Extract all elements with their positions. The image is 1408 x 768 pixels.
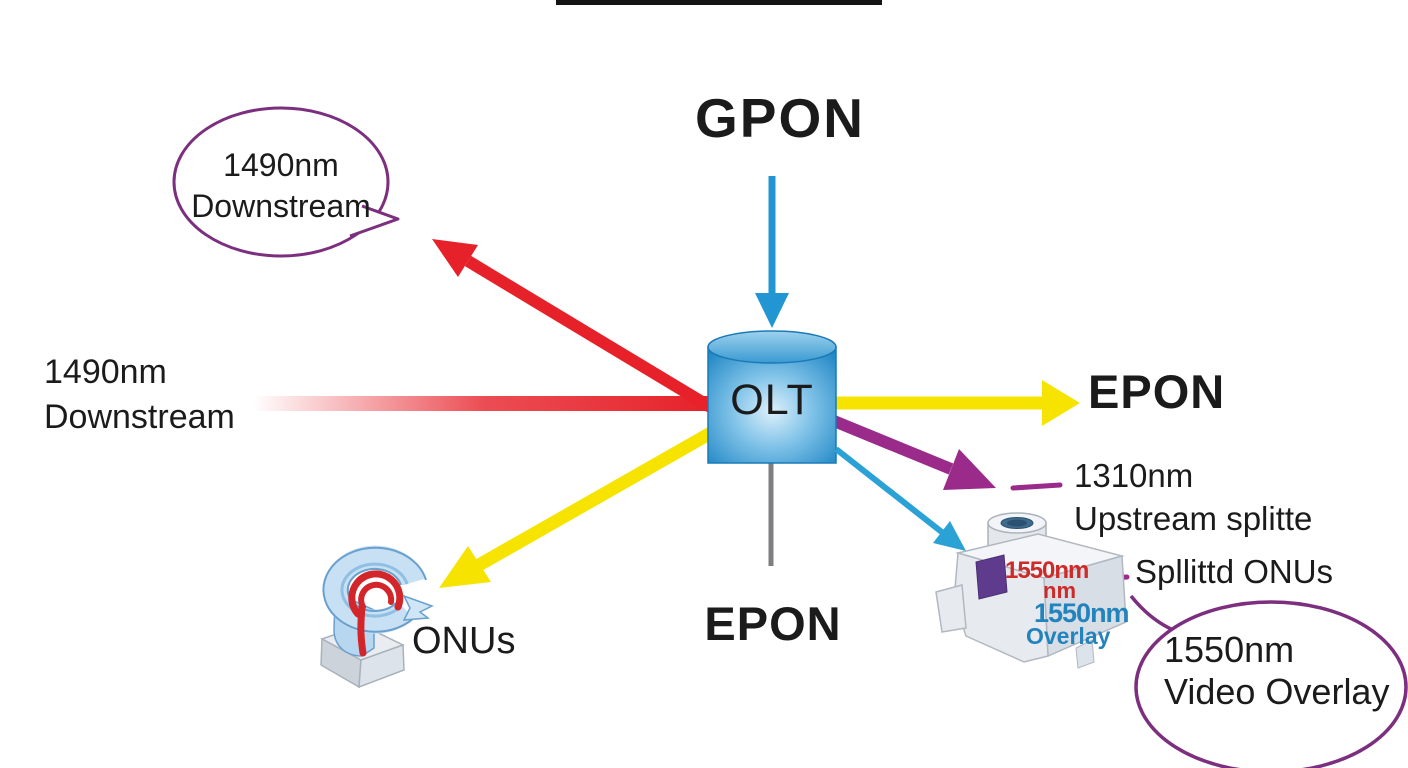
olt-cylinder-icon	[707, 330, 837, 464]
red-downstream-arrow-icon	[432, 239, 716, 414]
purple-upstream-arrow-icon	[831, 415, 1063, 491]
gpon-title: GPON	[695, 87, 865, 149]
split-onus-label: Spllittd ONUs	[1135, 553, 1334, 590]
downstream-left-line1: 1490nm	[44, 353, 167, 391]
olt-label: OLT	[730, 376, 814, 424]
onu-red-signal-icon	[348, 570, 404, 657]
downstream-left-line2: Downstream	[44, 398, 235, 436]
onus-label: ONUs	[412, 620, 516, 662]
gpon-down-arrow-icon	[755, 176, 789, 328]
epon-right-label: EPON	[1088, 365, 1226, 418]
yellow-epon-arrow-icon	[836, 380, 1080, 426]
video-overlay-line1: 1550nm	[1164, 629, 1295, 670]
upstream-line2: Upstream splitte	[1074, 500, 1313, 537]
optical-splitter-device-icon	[935, 512, 1127, 669]
downstream-bubble-line1: 1490nm	[223, 147, 339, 183]
downstream-bubble-line2: Downstream	[191, 188, 371, 224]
upstream-line1: 1310nm	[1074, 457, 1194, 494]
video-overlay-bubble-text: 1550nm Video Overlay	[1164, 629, 1389, 713]
top-crop-bar	[556, 0, 882, 5]
video-overlay-speech-bubble-icon	[1129, 594, 1408, 768]
yellow-onu-arrow-icon	[439, 424, 720, 588]
splitter-blue-label-line1: 1550nm	[1034, 598, 1130, 628]
downstream-bubble-text: 1490nm Downstream	[168, 145, 394, 227]
cyan-overlay-arrow-icon	[834, 446, 966, 551]
downstream-speech-bubble-icon	[172, 106, 400, 258]
onu-coil-device-icon	[320, 545, 434, 689]
epon-bottom-label: EPON	[704, 597, 842, 650]
video-overlay-line2: Video Overlay	[1164, 671, 1390, 712]
red-downstream-beam	[253, 396, 713, 411]
splitter-purple-patch	[975, 554, 1008, 600]
purple-connector-dash-upstream	[1010, 482, 1063, 491]
downstream-left-label: 1490nm Downstream	[44, 350, 235, 440]
splitter-red-label-line1: 1550nm	[1005, 557, 1089, 584]
splitter-blue-label-line2: Overlay	[1026, 623, 1111, 649]
splitter-red-label-line2: nm	[1043, 578, 1076, 603]
upstream-splitter-label: 1310nm Upstream splitte	[1074, 454, 1312, 540]
